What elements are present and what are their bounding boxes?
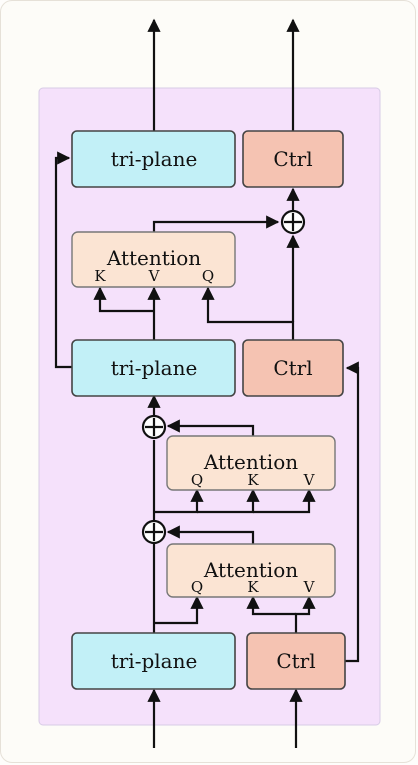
port-k-lower: K <box>247 578 259 596</box>
ctrl-to-q-top <box>201 286 295 340</box>
tap-to-q-lower <box>154 595 204 625</box>
add-operator-lower <box>141 519 167 545</box>
ctrl-block-bottom: Ctrl <box>246 632 346 690</box>
port-k-middle: K <box>247 471 259 489</box>
ctrl-to-v-lower <box>294 595 316 633</box>
add-operator-top <box>280 209 306 235</box>
attention-label-lower: Attention <box>203 558 298 582</box>
skip-connection-left <box>54 151 72 369</box>
attention-to-plus-top <box>152 215 280 232</box>
attention-to-plus-lower <box>166 525 255 544</box>
attention-label-middle: Attention <box>203 450 298 474</box>
ctrl-block-middle: Ctrl <box>242 339 344 397</box>
add-operator-middle <box>141 414 167 440</box>
port-q-top: Q <box>202 267 214 285</box>
port-q-lower: Q <box>191 578 203 596</box>
port-k-top: K <box>94 267 106 285</box>
port-v-top: V <box>148 267 161 285</box>
attention-to-plus-middle <box>166 419 255 436</box>
triplane-label-bottom: tri-plane <box>111 649 198 673</box>
ctrl-label-middle: Ctrl <box>273 356 312 380</box>
kv-split-to-k <box>93 286 154 313</box>
triplane-block-bottom: tri-plane <box>71 632 236 690</box>
port-v-lower: V <box>303 578 316 596</box>
ctrl-label-bottom: Ctrl <box>276 649 315 673</box>
port-v-middle: V <box>303 471 316 489</box>
port-q-middle: Q <box>191 471 203 489</box>
ctrl-to-k-lower <box>246 595 296 616</box>
attention-block-middle: Attention Q K V <box>166 435 336 491</box>
triplane-block-middle: tri-plane <box>71 339 236 397</box>
tap-to-v-middle <box>253 488 316 514</box>
attention-block-top: Attention K V Q <box>71 231 236 288</box>
skip-connection-right <box>345 361 360 663</box>
attention-block-lower: Attention Q K V <box>166 543 336 598</box>
triplane-label-middle: tri-plane <box>111 356 198 380</box>
triplane-label-top: tri-plane <box>111 147 198 171</box>
attention-label-top: Attention <box>106 246 201 270</box>
triplane-block-top: tri-plane <box>71 130 236 188</box>
ctrl-label-top: Ctrl <box>273 147 312 171</box>
ctrl-block-top: Ctrl <box>242 130 344 188</box>
